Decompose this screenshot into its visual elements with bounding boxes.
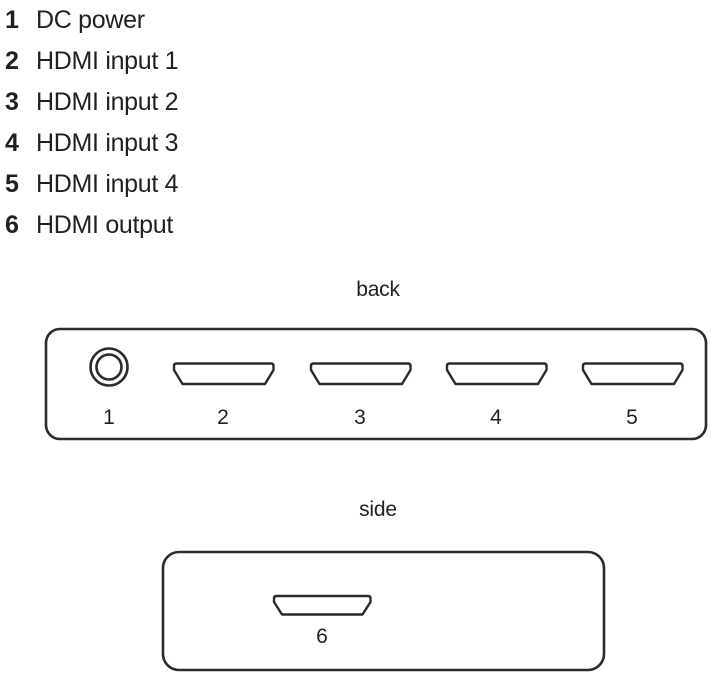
list-item: 5 HDMI input 4: [0, 164, 420, 205]
legend-item-label: HDMI input 2: [36, 88, 179, 116]
hdmi-port-icon: [309, 362, 412, 386]
legend-item-label: HDMI input 4: [36, 170, 179, 198]
port-number-label: 1: [103, 406, 115, 429]
legend-item-label: HDMI output: [36, 211, 174, 239]
port-number-label: 2: [217, 406, 229, 429]
hdmi-port-icon: [445, 362, 548, 386]
legend-item-label: DC power: [36, 6, 145, 34]
port-number-label: 3: [354, 406, 366, 429]
legend-item-number: 3: [5, 88, 19, 116]
legend-item-number: 6: [5, 211, 19, 239]
list-item: 3 HDMI input 2: [0, 82, 420, 123]
hdmi-port-icon: [581, 362, 684, 386]
legend-item-label: HDMI input 3: [36, 129, 179, 157]
legend-item-number: 4: [5, 129, 19, 157]
hdmi-port-icon: [272, 594, 372, 616]
legend-item-label: HDMI input 1: [36, 47, 179, 75]
legend-item-number: 1: [5, 6, 19, 34]
side-panel-enclosure: [161, 550, 606, 672]
dc-power-jack-icon: [89, 347, 129, 387]
list-item: 6 HDMI output: [0, 205, 420, 246]
back-panel-caption: back: [356, 278, 400, 301]
port-number-label: 4: [490, 406, 502, 429]
list-item: 1 DC power: [0, 0, 420, 41]
port-number-label: 5: [626, 406, 638, 429]
port-number-label: 6: [316, 625, 328, 648]
list-item: 2 HDMI input 1: [0, 41, 420, 82]
side-panel-caption: side: [359, 498, 397, 521]
legend-item-number: 5: [5, 170, 19, 198]
legend-item-number: 2: [5, 47, 19, 75]
list-item: 4 HDMI input 3: [0, 123, 420, 164]
legend-list: 1 DC power 2 HDMI input 1 3 HDMI input 2…: [0, 0, 420, 246]
hdmi-port-icon: [172, 362, 275, 386]
